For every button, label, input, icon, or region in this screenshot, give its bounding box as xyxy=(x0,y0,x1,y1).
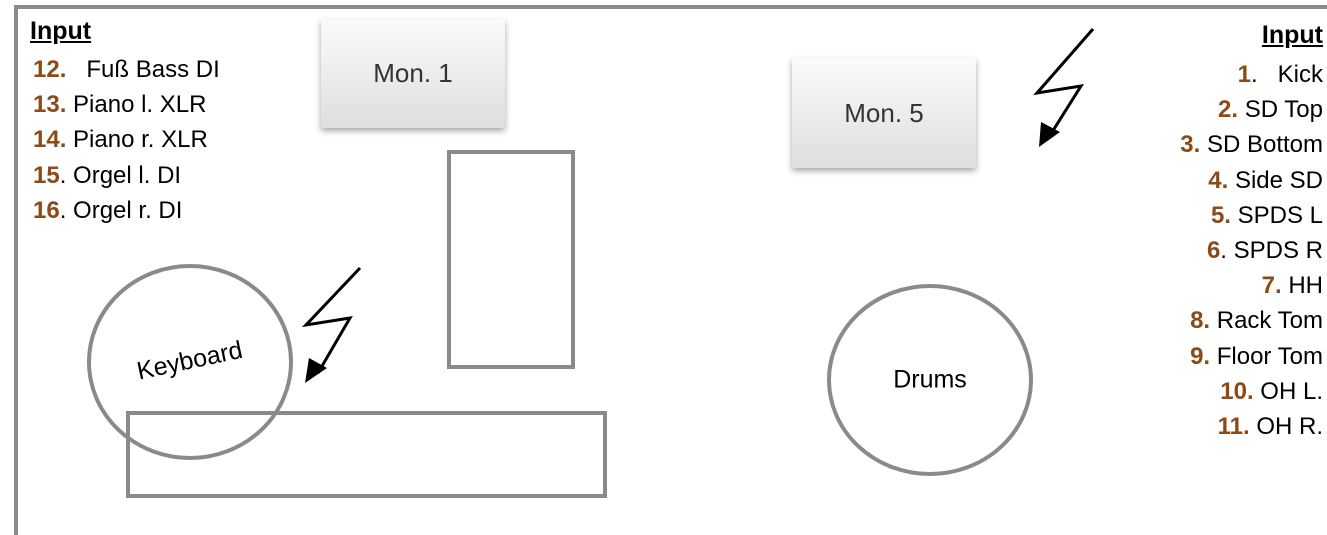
input-label: Orgel r. DI xyxy=(73,196,183,224)
input-label: Piano r. XLR xyxy=(66,126,208,154)
left-input-title: Input xyxy=(30,17,92,45)
input-separator xyxy=(66,56,86,83)
monitor-1: Mon. 1 xyxy=(321,19,505,128)
input-number: 8. xyxy=(1190,307,1211,335)
input-item: 15. Orgel l. DI xyxy=(33,158,220,193)
input-item: 13. Piano l. XLR xyxy=(33,87,220,122)
input-item: 10. OH L. xyxy=(1180,374,1323,409)
input-label: SPDS R xyxy=(1233,237,1323,265)
power-bolt-icon xyxy=(301,266,362,383)
monitor-5: Mon. 5 xyxy=(792,58,976,168)
input-label: Fuß Bass DI xyxy=(86,56,220,83)
input-item: 7. HH xyxy=(1180,268,1323,303)
input-separator: . xyxy=(1250,61,1278,88)
input-number: 5. xyxy=(1210,201,1231,229)
input-number: 6 xyxy=(1206,237,1221,265)
keyboard-stand-horizontal xyxy=(126,411,607,498)
input-item: 16. Orgel r. DI xyxy=(33,193,220,228)
input-number: 13. xyxy=(33,91,67,119)
input-item: 8. Rack Tom xyxy=(1180,303,1323,338)
input-item: 5. SPDS L xyxy=(1180,198,1323,233)
input-label: Piano l. XLR xyxy=(66,91,207,119)
frame-top-border xyxy=(14,5,1327,9)
monitor-5-label: Mon. 5 xyxy=(844,97,924,128)
input-item: 4. Side SD xyxy=(1180,163,1323,198)
drums-position-circle xyxy=(827,284,1033,476)
input-item: 2. SD Top xyxy=(1180,92,1323,127)
input-label: Floor Tom xyxy=(1210,342,1323,370)
input-number: 7. xyxy=(1261,272,1282,300)
input-number: 2. xyxy=(1218,96,1239,124)
input-number: 12. xyxy=(33,56,67,83)
input-number: 3. xyxy=(1180,131,1201,159)
input-number: 1 xyxy=(1237,61,1251,88)
input-number: 14. xyxy=(33,126,67,154)
input-separator: . xyxy=(1220,237,1234,265)
input-item: 9. Floor Tom xyxy=(1180,339,1323,374)
input-label: SD Bottom xyxy=(1200,131,1323,159)
input-label: SPDS L xyxy=(1230,201,1323,229)
keyboard-label: Keyboard xyxy=(134,336,245,386)
input-label: HH xyxy=(1281,272,1323,300)
input-label: Kick xyxy=(1277,61,1323,88)
right-input-title: Input xyxy=(1261,21,1323,49)
input-label: SD Top xyxy=(1238,96,1323,124)
input-separator: . xyxy=(59,196,74,224)
input-label: OH L. xyxy=(1253,377,1323,405)
input-label: OH R. xyxy=(1249,413,1323,441)
input-separator: . xyxy=(59,161,74,189)
input-label: Orgel l. DI xyxy=(73,161,182,189)
frame-left-border xyxy=(14,5,18,535)
input-item: 14. Piano r. XLR xyxy=(33,122,220,157)
input-number: 9. xyxy=(1190,342,1211,370)
input-item: 11. OH R. xyxy=(1180,409,1323,444)
input-number: 4. xyxy=(1208,166,1229,194)
input-item: 3. SD Bottom xyxy=(1180,127,1323,162)
monitor-1-label: Mon. 1 xyxy=(373,58,453,88)
input-item: 12. Fuß Bass DI xyxy=(33,52,220,87)
power-bolt-icon xyxy=(1033,28,1095,147)
input-label: Side SD xyxy=(1228,166,1323,194)
right-input-list: 1. Kick 2. SD Top 3. SD Bottom 4. Side S… xyxy=(1180,57,1323,444)
input-label: Rack Tom xyxy=(1210,307,1323,335)
input-item: 6. SPDS R xyxy=(1180,233,1323,268)
input-number: 16 xyxy=(33,196,60,224)
input-number: 15 xyxy=(33,161,60,189)
input-number: 10. xyxy=(1220,377,1254,405)
input-number: 11. xyxy=(1217,413,1250,441)
drums-label: Drums xyxy=(893,366,967,394)
keyboard-position-circle xyxy=(87,264,293,460)
keyboard-stand-vertical xyxy=(447,150,575,369)
input-item: 1. Kick xyxy=(1180,57,1323,92)
left-input-list: 12. Fuß Bass DI 13. Piano l. XLR 14. Pia… xyxy=(33,52,220,228)
